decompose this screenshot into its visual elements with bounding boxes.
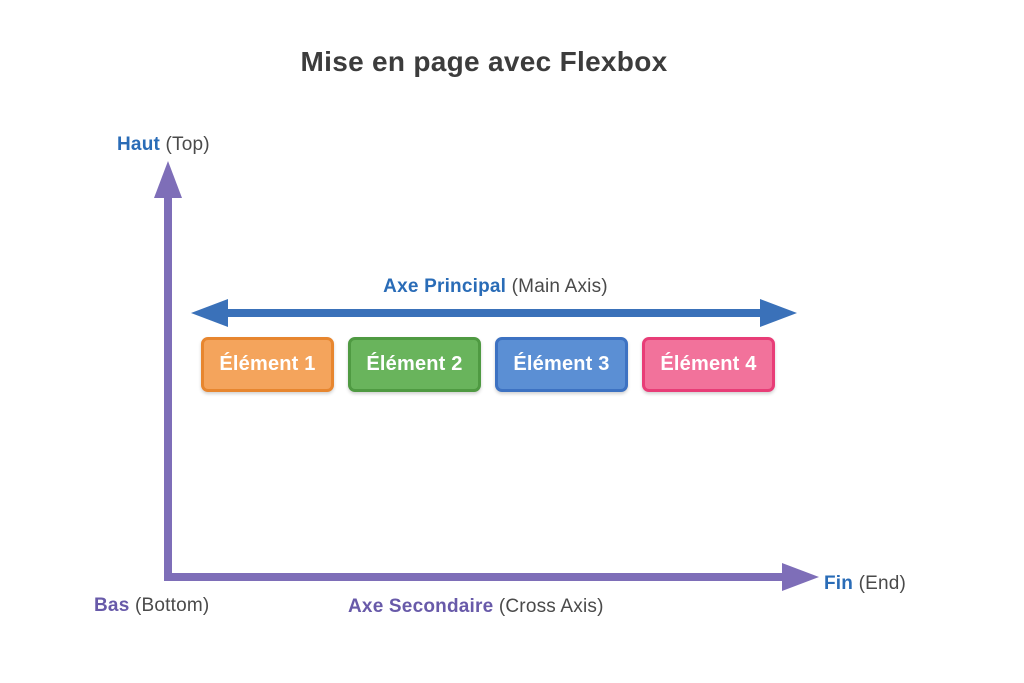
label-bas: Bas [94, 595, 130, 616]
main-axis-arrow [191, 299, 797, 327]
label-axe-principal: Axe Principal [383, 276, 507, 297]
label-fin-end: Fin (End) [824, 573, 906, 595]
cross-axis-shaft [164, 196, 792, 581]
label-top-en: (Top) [165, 134, 210, 155]
label-end-en: (End) [858, 573, 907, 594]
cross-axis-arrow [154, 161, 819, 591]
flex-element-4: Élément 4 [642, 337, 775, 392]
flex-elements-row: Élément 1 Élément 2 Élément 3 Élément 4 [201, 337, 775, 392]
flex-element-2-label: Élément 2 [366, 353, 463, 375]
label-cross-axis-en: (Cross Axis) [498, 596, 604, 617]
arrowhead-left-icon [191, 299, 228, 327]
flex-element-4-label: Élément 4 [660, 353, 757, 375]
label-main-axis-en: (Main Axis) [511, 276, 608, 297]
arrowhead-right-icon [760, 299, 797, 327]
label-haut: Haut [117, 134, 161, 155]
flex-element-1: Élément 1 [201, 337, 334, 392]
label-fin: Fin [824, 573, 854, 594]
flex-element-2: Élément 2 [348, 337, 481, 392]
flex-element-1-label: Élément 1 [219, 353, 316, 375]
label-main-axis: Axe Principal (Main Axis) [193, 276, 798, 298]
label-axe-secondaire: Axe Secondaire [348, 596, 494, 617]
flex-element-3-label: Élément 3 [513, 353, 610, 375]
flex-element-3: Élément 3 [495, 337, 628, 392]
page-title: Mise en page avec Flexbox [300, 46, 668, 77]
label-bottom-en: (Bottom) [134, 595, 210, 616]
arrowhead-right-icon [782, 563, 819, 591]
arrowhead-up-icon [154, 161, 182, 198]
label-bas-bottom: Bas (Bottom) [94, 595, 209, 617]
label-haut-top: Haut (Top) [117, 134, 210, 156]
label-cross-axis: Axe Secondaire (Cross Axis) [348, 596, 604, 618]
